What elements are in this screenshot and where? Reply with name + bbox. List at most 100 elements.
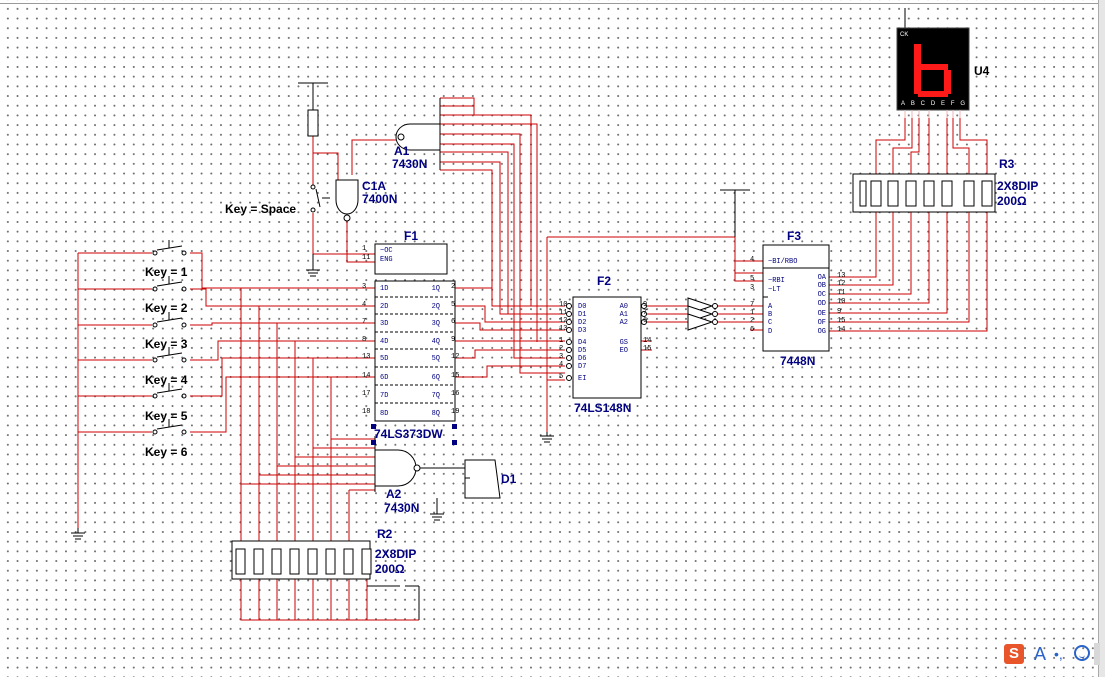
digit-segments: [914, 44, 951, 97]
key-label-space: Key = Space: [225, 202, 296, 216]
f2-pin-name: D2: [578, 319, 586, 327]
f2-pin-name: EO: [620, 347, 628, 355]
f1-pin-number: 6: [451, 318, 455, 326]
f3-pin-number: 4: [750, 256, 754, 264]
f3-pin-name: A: [768, 303, 773, 311]
f1-pin-name: 7D: [380, 392, 388, 400]
f3-pin-number: 5: [750, 275, 754, 283]
f1-pin-number: 13: [362, 353, 370, 361]
f1-pin-number: 14: [362, 372, 370, 380]
f1-pin-number: 4: [362, 301, 366, 309]
a2-type: 7430N: [384, 501, 419, 515]
part-labels: A1 7430N C1A 7400N F1 74LS373DW F2 74LS1…: [362, 32, 1038, 576]
ime-toolbar[interactable]: S A •,: [1000, 641, 1100, 667]
key-label-3: Key = 3: [145, 337, 188, 351]
switch-3[interactable]: [152, 312, 187, 328]
switch-1[interactable]: [152, 240, 187, 256]
f2-pin-number: 7: [643, 309, 647, 317]
window-top-border: [0, 3, 1105, 4]
f1-pin-name: 5D: [380, 355, 388, 363]
f1-pin-number: 3: [362, 283, 366, 291]
key-label-1: Key = 1: [145, 265, 188, 279]
f1-pin-number: 7: [362, 318, 366, 326]
u4-seven-segment-display[interactable]: [896, 27, 970, 118]
r3-resistor-pack[interactable]: [852, 173, 996, 213]
f1-pin-name: 3Q: [432, 320, 440, 328]
f3-pin-name: OE: [818, 310, 826, 318]
f1-pin-name: 1D: [380, 285, 388, 293]
smiley-icon[interactable]: [1074, 645, 1090, 661]
switch-6[interactable]: [152, 419, 187, 435]
f2-pin-name: D0: [578, 303, 586, 311]
f3-pin-name: OC: [818, 291, 826, 299]
a2-ref: A2: [386, 487, 402, 501]
c1a-ref: C1A: [362, 179, 386, 193]
f2-pin-name: D6: [578, 355, 586, 363]
key-label-2: Key = 2: [145, 301, 188, 315]
u4-corner-label: CK: [900, 32, 908, 38]
f3-pin-number: 1: [750, 309, 754, 317]
f1-pin-name: 3D: [380, 320, 388, 328]
f2-pin-name: GS: [620, 339, 628, 347]
f2-pin-name: D3: [578, 327, 586, 335]
f2-encoder-chip[interactable]: [566, 296, 647, 399]
f3-pin-number: 6: [750, 326, 754, 334]
f2-pin-number: 5: [559, 373, 563, 381]
f2-pin-number: 3: [559, 353, 563, 361]
f1-pin-name: 2Q: [432, 303, 440, 311]
letter-a-icon[interactable]: A: [1034, 644, 1047, 664]
f1-pin-number: 8: [362, 336, 366, 344]
f1-pin-name: 5Q: [432, 355, 440, 363]
f2-pin-name: D1: [578, 311, 586, 319]
f1-pin-number: 5: [451, 301, 455, 309]
f1-pin-name: 6Q: [432, 374, 440, 382]
f3-pin-number: 10: [837, 298, 845, 306]
pullup-resistor[interactable]: [307, 109, 319, 137]
f3-pin-name: C: [768, 319, 772, 327]
f3-pin-number: 2: [750, 317, 754, 325]
r2-ref: R2: [377, 527, 393, 541]
f1-pin-number: 9: [451, 336, 455, 344]
key-label-5: Key = 5: [145, 409, 188, 423]
f2-pin-number: 10: [559, 301, 567, 309]
a2-nand-gate[interactable]: [374, 449, 421, 487]
f1-pin-number: 12: [451, 353, 459, 361]
d1-probe[interactable]: [464, 459, 501, 499]
f2-pin-number: 12: [559, 317, 567, 325]
inverter-array[interactable]: [687, 297, 718, 331]
f1-latch-chip[interactable]: [371, 243, 457, 445]
scrollbar[interactable]: [1098, 0, 1105, 677]
f2-pin-number: 6: [643, 317, 647, 325]
f2-ref: F2: [597, 274, 611, 288]
f3-pin-name: B: [768, 311, 772, 319]
a1-nand-gate[interactable]: [395, 123, 441, 151]
c1a-nand-gate[interactable]: [335, 179, 359, 222]
f3-pin-name: ~RBI: [768, 277, 785, 285]
f2-pin-number: 11: [559, 309, 567, 317]
switch-4[interactable]: [152, 347, 187, 363]
a1-ref: A1: [394, 144, 410, 158]
f2-pin-name: A2: [620, 319, 628, 327]
f3-pin-name: ~LT: [768, 286, 781, 294]
f2-type: 74LS148N: [574, 401, 631, 415]
r2-type: 2X8DIP: [375, 547, 416, 561]
f3-type: 7448N: [780, 354, 815, 368]
switch-space[interactable]: [310, 184, 330, 213]
f3-decoder-chip[interactable]: [762, 244, 830, 352]
f2-pin-name: D4: [578, 339, 586, 347]
punctuation-icon[interactable]: •,: [1054, 646, 1063, 662]
toolbar-edge: [1094, 643, 1100, 665]
f3-pin-number: 9: [837, 308, 841, 316]
switch-5[interactable]: [152, 383, 187, 399]
r2-resistor-pack[interactable]: [231, 540, 372, 580]
sogou-icon[interactable]: S: [1004, 644, 1024, 664]
switch-2[interactable]: [152, 276, 187, 292]
f1-pin-number: 18: [362, 408, 370, 416]
f3-pin-number: 14: [837, 326, 845, 334]
wires: [77, 97, 988, 621]
f3-ref: F3: [787, 229, 801, 243]
